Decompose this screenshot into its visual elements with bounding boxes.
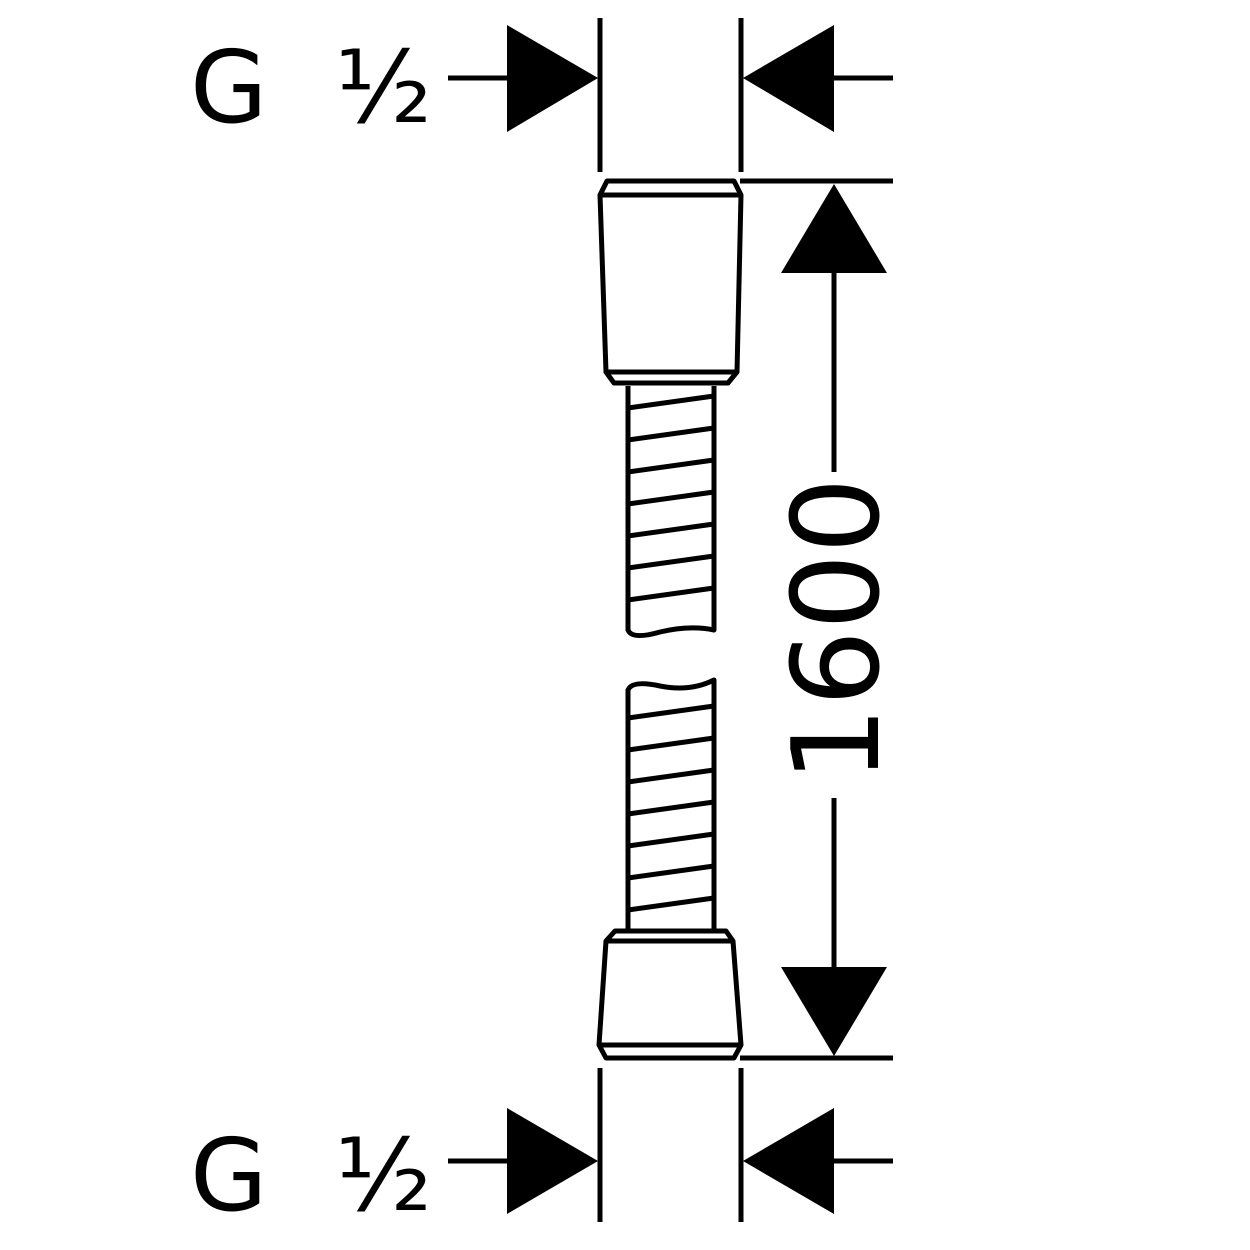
hose-body-upper: [625, 386, 717, 638]
arrowhead-bottom-left: [507, 1108, 598, 1214]
thread-label-bottom: G ½: [190, 1117, 432, 1234]
width-dimension-bottom: [448, 1068, 893, 1222]
thread-fraction-bottom: ½: [335, 1117, 432, 1234]
arrowhead-length-bottom: [781, 967, 887, 1056]
hose-top-nut: [597, 178, 744, 386]
hose-bottom-nut: [596, 928, 744, 1061]
length-label: 1600: [768, 477, 907, 782]
width-dimension-top: [448, 18, 893, 172]
thread-label-top: G ½: [190, 29, 432, 146]
arrowhead-top-left: [507, 25, 598, 132]
thread-g-bottom: G: [190, 1117, 268, 1234]
thread-fraction-top: ½: [335, 29, 432, 146]
length-dimension: [740, 178, 893, 1061]
hose-body-lower: [625, 677, 717, 930]
arrowhead-top-right: [743, 25, 834, 132]
arrowhead-length-top: [781, 184, 887, 273]
thread-g-top: G: [190, 29, 268, 146]
arrowhead-bottom-right: [743, 1108, 834, 1214]
